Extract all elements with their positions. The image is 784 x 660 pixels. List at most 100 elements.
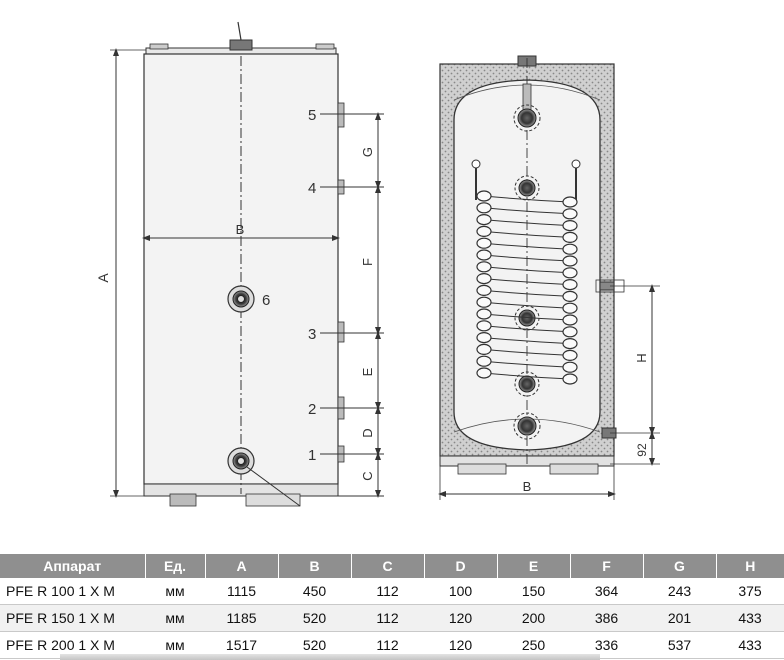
table-cell: 1115 [205,578,278,605]
label-C: C [360,471,375,480]
coil-tube [562,338,578,350]
coil-tube [476,308,492,320]
coil-tube [562,314,578,326]
section-fittings [513,104,541,440]
coil-tube [476,202,492,214]
table-cell: 433 [716,631,784,659]
connection-6 [227,285,255,313]
coil-turn [483,195,571,203]
coil-turn [483,313,571,321]
col-header-B: B [278,554,352,578]
label-H: H [634,353,649,362]
coil-tube [562,302,578,314]
coil-tube [476,249,492,261]
table-cell: 1185 [205,604,278,632]
label-B-front: B [236,222,245,237]
table-cell: мм [145,604,205,632]
coil-tube [476,284,492,296]
table-cell: PFE R 150 1 X M [0,604,145,632]
coil-turn [483,207,571,215]
coil-turn [483,278,571,286]
top-fitting [229,39,253,51]
coil-tube [562,373,578,385]
coil-tube [562,361,578,373]
table-cell: PFE R 100 1 X M [0,578,145,605]
col-header-G: G [643,554,717,578]
table-cell: 100 [424,578,497,605]
coil-turn [483,301,571,309]
label-connection-6: 6 [262,292,270,309]
label-connection-1: 1 [308,447,316,464]
table-cell: 537 [643,631,716,659]
coil-tube [562,231,578,243]
table-cell: 200 [497,604,570,632]
coil-turn [483,360,571,368]
table-row: PFE R 150 1 X M мм 1185 520 112 120 200 … [0,604,784,632]
col-header-C: C [351,554,425,578]
label-92: 92 [635,443,649,457]
coil-tube [476,273,492,285]
col-header-A: A [205,554,279,578]
table-header-row: Аппарат Ед. A B C D E F G H [0,554,784,578]
coil-tube [476,237,492,249]
col-header-F: F [570,554,644,578]
coil-tube [476,343,492,355]
table-row: PFE R 100 1 X M мм 1115 450 112 100 150 … [0,578,784,605]
coil-tube [562,279,578,291]
col-header-apparat: Аппарат [0,554,146,578]
coil-tube [476,261,492,273]
technical-drawing: B A 6 5 4 3 [95,21,660,507]
table-cell: 433 [716,604,784,632]
coil-tube [562,267,578,279]
label-connection-4: 4 [308,180,316,197]
coil-turn [483,372,571,380]
coil-tube [562,243,578,255]
table-cell: 112 [351,578,424,605]
table-cell: мм [145,578,205,605]
coil-turn [483,337,571,345]
coil-tube [562,349,578,361]
coil-tube [562,290,578,302]
table-cell: 150 [497,578,570,605]
coil-tube [562,326,578,338]
coil-tube [476,296,492,308]
table-cell: 450 [278,578,351,605]
coil-tube [476,320,492,332]
table-cell: 243 [643,578,716,605]
bottom-fitting [227,447,301,507]
coil-turn [483,230,571,238]
heating-coil [476,190,578,385]
front-view: B A 6 5 4 3 [95,21,384,507]
bottom-shadow-bar [60,654,600,660]
label-B-section: B [523,479,532,494]
label-A: A [95,273,111,283]
coil-tube [476,367,492,379]
col-header-H: H [716,554,784,578]
coil-tube [562,220,578,232]
coil-tube [562,196,578,208]
coil-turn [483,219,571,227]
table-cell: 364 [570,578,643,605]
table-cell: 386 [570,604,643,632]
col-header-E: E [497,554,571,578]
label-G: G [360,147,375,157]
coil-turn [483,348,571,356]
coil-turn [483,266,571,274]
spec-table: Аппарат Ед. A B C D E F G H PFE R 100 1 … [0,554,784,659]
table-cell: 120 [424,604,497,632]
table-cell: 520 [278,604,351,632]
coil-turn [483,289,571,297]
coil-tube [476,355,492,367]
coil-tube [562,255,578,267]
label-connection-3: 3 [308,326,316,343]
label-F: F [360,258,375,266]
coil-turn [483,254,571,262]
col-header-D: D [424,554,498,578]
label-D: D [360,428,375,437]
label-E: E [360,367,375,376]
coil-tube [476,332,492,344]
coil-tube [562,208,578,220]
table-cell: 336 [570,631,643,659]
table-cell: 201 [643,604,716,632]
table-cell: 112 [351,604,424,632]
